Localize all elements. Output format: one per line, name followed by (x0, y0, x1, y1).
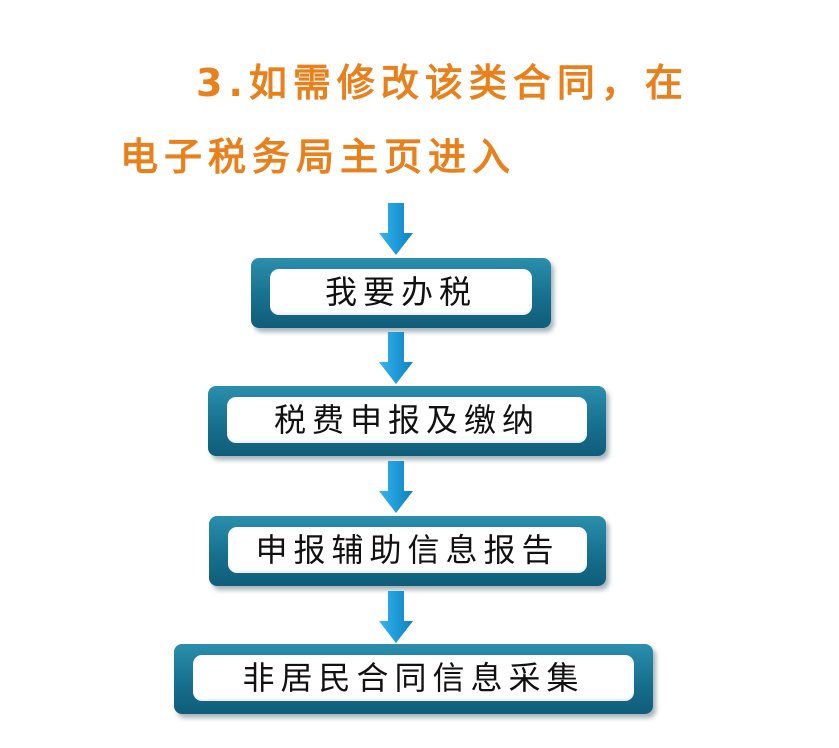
arrow-down-icon (379, 203, 413, 255)
intro-text-line-2: 电子税务局主页进入 (120, 135, 517, 179)
step-label-panel: 非居民合同信息采集 (193, 655, 634, 701)
arrow-down-icon (379, 461, 413, 513)
arrow-down-icon (379, 332, 413, 384)
step-label: 申报辅助信息报告 (255, 531, 560, 569)
step-label: 税费申报及缴纳 (273, 401, 540, 439)
step-box-4: 非居民合同信息采集 (174, 644, 653, 714)
step-label-panel: 申报辅助信息报告 (228, 527, 587, 573)
step-box-3: 申报辅助信息报告 (209, 516, 606, 586)
step-label-panel: 我要办税 (270, 269, 532, 315)
arrow-down-icon (379, 591, 413, 643)
intro-text-line-1: 3.如需修改该类合同，在 (196, 61, 689, 105)
step-label: 非居民合同信息采集 (242, 659, 585, 697)
step-box-2: 税费申报及缴纳 (208, 386, 606, 456)
step-label-panel: 税费申报及缴纳 (227, 397, 587, 443)
step-label: 我要办税 (324, 273, 477, 311)
step-box-1: 我要办税 (251, 258, 551, 328)
